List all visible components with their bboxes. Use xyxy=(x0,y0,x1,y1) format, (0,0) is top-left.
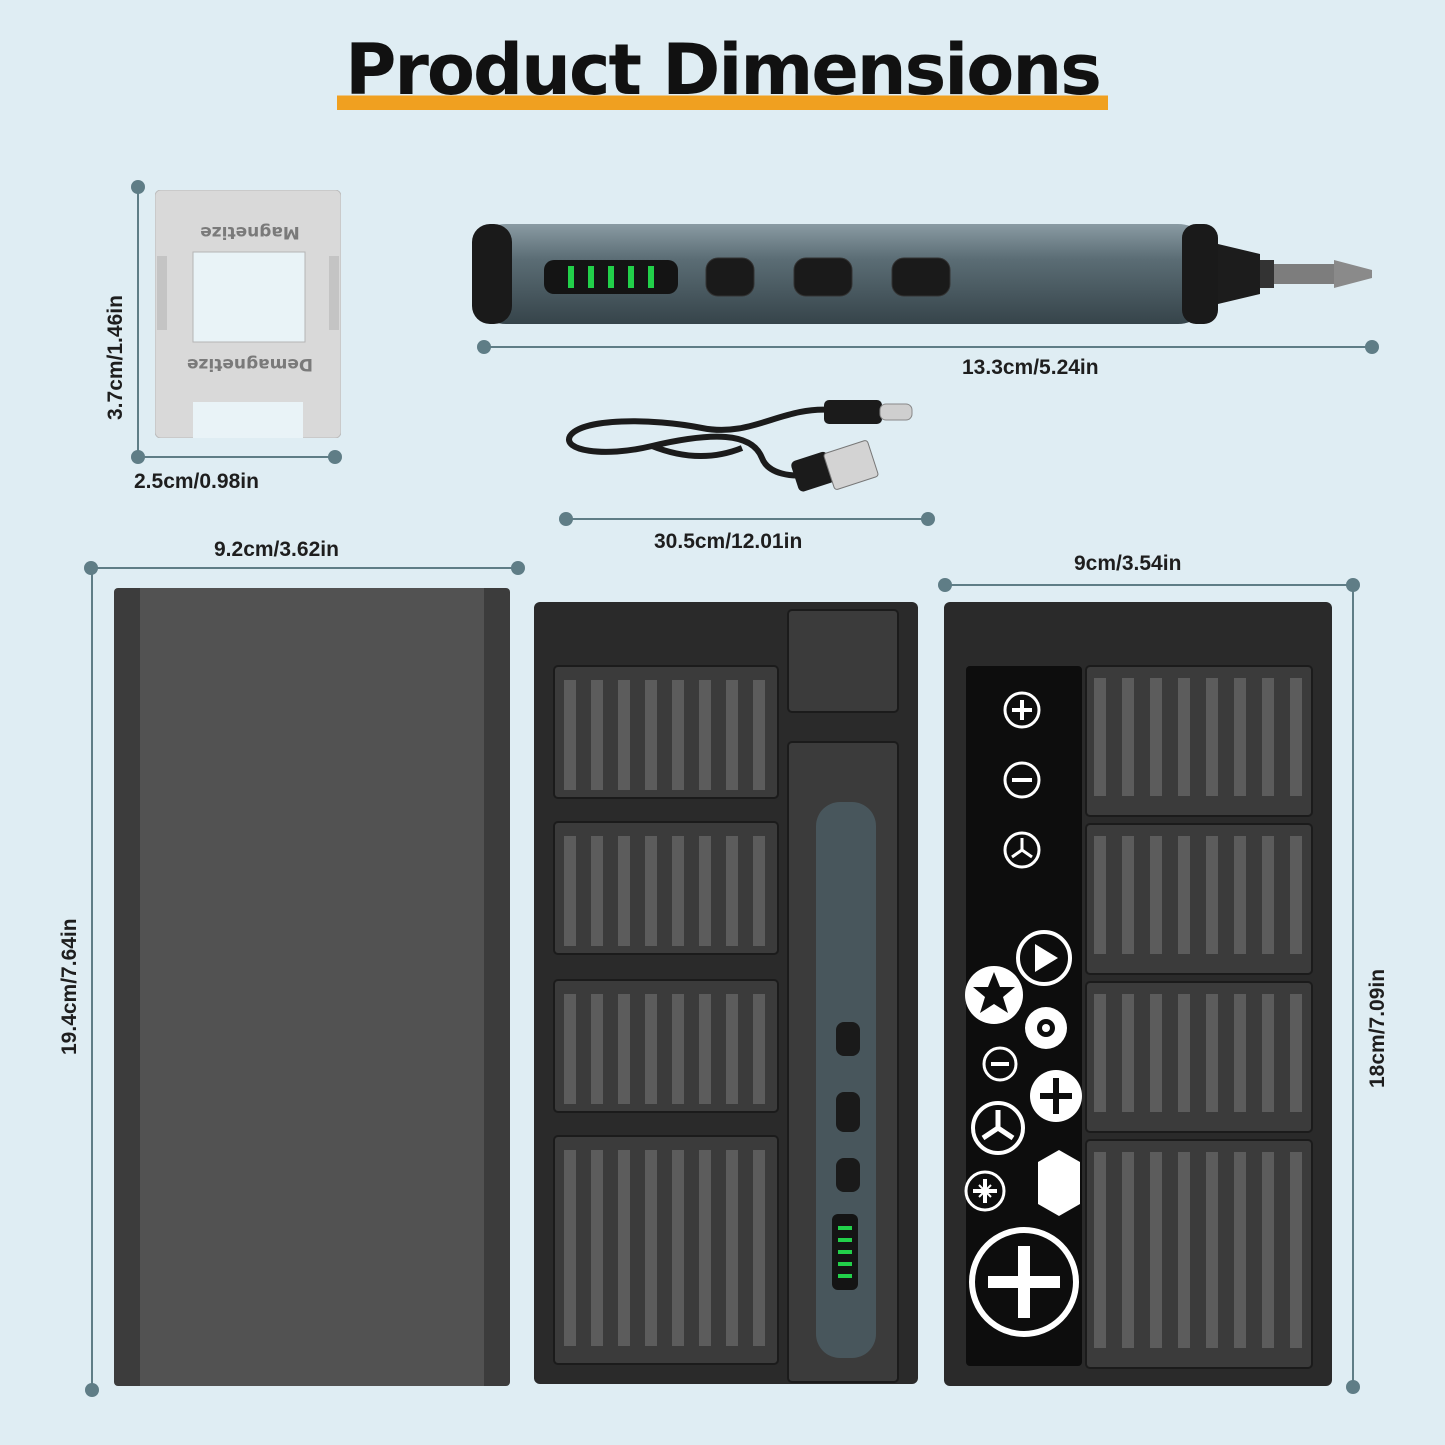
magnetizer-height-line xyxy=(137,187,139,457)
bit-tray-width-label: 9cm/3.54in xyxy=(1074,552,1182,575)
cable-length-line xyxy=(566,518,928,520)
triangle-icon xyxy=(1014,928,1074,988)
dimension-dot xyxy=(938,578,952,592)
slotted-icon xyxy=(980,1044,1020,1084)
dimension-dot xyxy=(85,1383,99,1397)
magnetizer-width-line xyxy=(138,456,335,458)
dimension-dot xyxy=(131,180,145,194)
cross-icon xyxy=(962,1168,1008,1214)
dimension-dot xyxy=(559,512,573,526)
phillips-icon xyxy=(1000,688,1044,732)
demagnetize-label: Demagnetize xyxy=(187,354,314,374)
hex-icon xyxy=(1034,1146,1084,1220)
bit-tray-height-line xyxy=(1352,585,1354,1387)
middle-bit-tray xyxy=(534,602,918,1384)
torx-icon xyxy=(962,958,1026,1032)
magnetize-label: Magnetize xyxy=(200,222,300,242)
screwdriver-length-label: 13.3cm/5.24in xyxy=(962,356,1099,379)
page-title: Product Dimensions xyxy=(337,30,1108,110)
magnetizer-tool xyxy=(155,190,341,438)
screwdriver-length-line xyxy=(484,346,1372,348)
dimension-dot xyxy=(921,512,935,526)
bit-tray-height-label: 18cm/7.09in xyxy=(1366,968,1389,1088)
cross-icon xyxy=(1028,1066,1084,1126)
case-lid-width-line xyxy=(91,567,518,569)
electric-screwdriver xyxy=(470,218,1375,330)
usb-cable xyxy=(562,388,922,503)
cable-length-label: 30.5cm/12.01in xyxy=(654,530,803,553)
tri-wing-icon xyxy=(968,1098,1028,1158)
case-lid-height-line xyxy=(91,568,93,1390)
dimension-dot xyxy=(328,450,342,464)
tri-wing-icon xyxy=(1000,828,1044,872)
dimension-dot xyxy=(1346,1380,1360,1394)
slotted-icon xyxy=(1000,758,1044,802)
dimension-dot xyxy=(1365,340,1379,354)
dimension-dot xyxy=(511,561,525,575)
pentalobe-icon xyxy=(1022,1004,1070,1052)
case-lid-height-label: 19.4cm/7.64in xyxy=(58,918,81,1055)
bit-tray-width-line xyxy=(945,584,1353,586)
case-lid xyxy=(114,588,510,1386)
case-lid-width-label: 9.2cm/3.62in xyxy=(214,538,339,561)
header: Product Dimensions xyxy=(0,30,1445,110)
magnetizer-width-label: 2.5cm/0.98in xyxy=(134,470,259,493)
magnetizer-height-label: 3.7cm/1.46in xyxy=(104,295,127,420)
dimension-dot xyxy=(477,340,491,354)
phillips-icon xyxy=(966,1224,1082,1340)
